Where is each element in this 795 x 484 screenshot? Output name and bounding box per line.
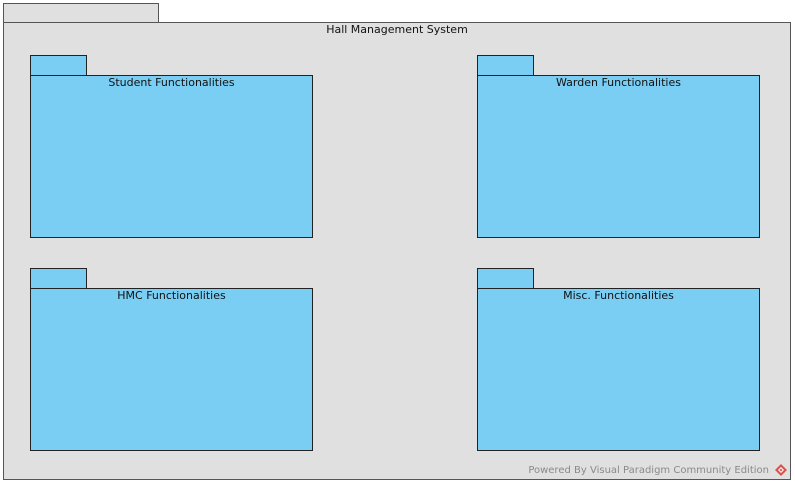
package-warden[interactable]: Warden Functionalities [477, 75, 760, 238]
package-title-warden: Warden Functionalities [556, 76, 681, 89]
watermark-text: Powered By Visual Paradigm Community Edi… [528, 464, 769, 476]
package-title-misc: Misc. Functionalities [563, 289, 674, 302]
watermark: Powered By Visual Paradigm Community Edi… [528, 464, 787, 476]
package-title-student: Student Functionalities [108, 76, 235, 89]
package-tab-hmc[interactable] [30, 268, 87, 288]
package-title-hmc: HMC Functionalities [117, 289, 226, 302]
package-tab-misc[interactable] [477, 268, 534, 288]
system-package-title: Hall Management System [326, 23, 468, 36]
package-tab-student[interactable] [30, 55, 87, 75]
package-misc[interactable]: Misc. Functionalities [477, 288, 760, 451]
package-student[interactable]: Student Functionalities [30, 75, 313, 238]
package-tab-warden[interactable] [477, 55, 534, 75]
system-package-tab[interactable] [3, 3, 159, 22]
visual-paradigm-logo-icon [775, 464, 787, 476]
package-hmc[interactable]: HMC Functionalities [30, 288, 313, 451]
